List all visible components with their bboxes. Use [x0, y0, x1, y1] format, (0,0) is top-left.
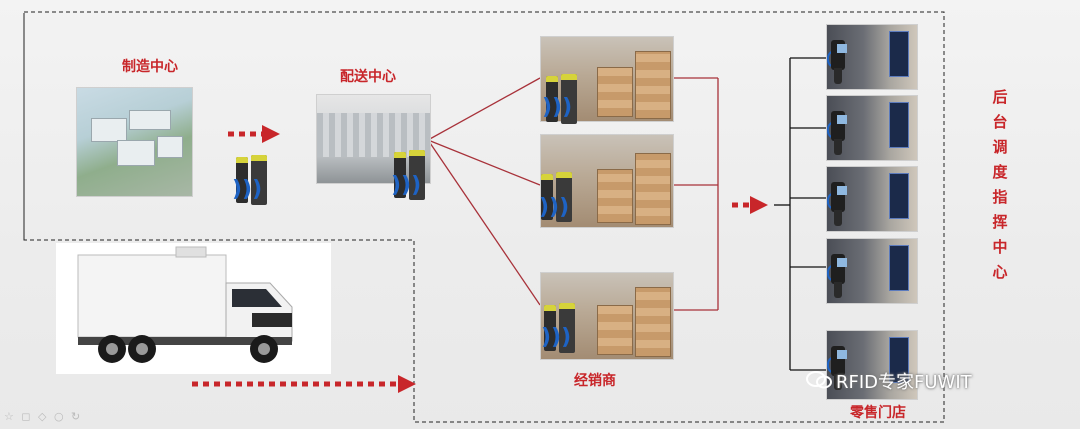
rfid-reader-icon — [544, 303, 578, 353]
dealer-label: 经销商 — [574, 373, 616, 389]
handheld-scanner-icon — [827, 346, 849, 390]
fan-line-2 — [427, 139, 541, 186]
wifi-signal-icon: ))) — [391, 173, 422, 198]
wifi-signal-icon: ))) — [542, 95, 573, 120]
rfid-reader-icon — [546, 74, 580, 124]
presentation-toolbar[interactable]: ☆ ◻ ◇ ○ ↻ — [4, 410, 83, 423]
wifi-signal-icon: ))) — [232, 177, 263, 202]
distribution-center-label: 配送中心 — [340, 69, 396, 85]
backend-char: 指 — [992, 188, 1008, 206]
truck-illustration — [77, 246, 293, 363]
backend-char: 度 — [992, 163, 1008, 181]
arrow-head-3 — [398, 375, 416, 393]
rfid-reader-icon — [394, 150, 428, 200]
arrow-head-1 — [262, 125, 280, 143]
watermark-text: RFID专家FUWIT — [836, 372, 972, 393]
wechat-icon — [806, 370, 832, 390]
backend-char: 后 — [992, 88, 1008, 106]
backend-char: 调 — [992, 138, 1008, 156]
fan-line-3 — [427, 139, 541, 306]
fan-line-1 — [427, 77, 541, 141]
factory-photo — [76, 87, 193, 197]
backend-char: 挥 — [992, 213, 1008, 231]
arrow-head-2 — [750, 196, 768, 214]
backend-char: 台 — [992, 113, 1008, 131]
handheld-scanner-icon — [827, 111, 849, 155]
retail-store-label: 零售门店 — [850, 405, 906, 421]
handheld-scanner-icon — [827, 254, 849, 298]
backend-char: 心 — [992, 263, 1008, 281]
dealer-warehouse-photo — [540, 36, 674, 122]
rfid-reader-icon — [236, 155, 270, 205]
rfid-reader-icon — [541, 172, 575, 222]
wifi-signal-icon: ))) — [539, 195, 570, 220]
handheld-scanner-icon — [827, 182, 849, 226]
wifi-signal-icon: ))) — [541, 325, 572, 350]
backend-char: 中 — [992, 238, 1008, 256]
handheld-scanner-icon — [827, 40, 849, 84]
truck-photo — [56, 243, 331, 374]
manufacturing-center-label: 制造中心 — [122, 59, 178, 75]
